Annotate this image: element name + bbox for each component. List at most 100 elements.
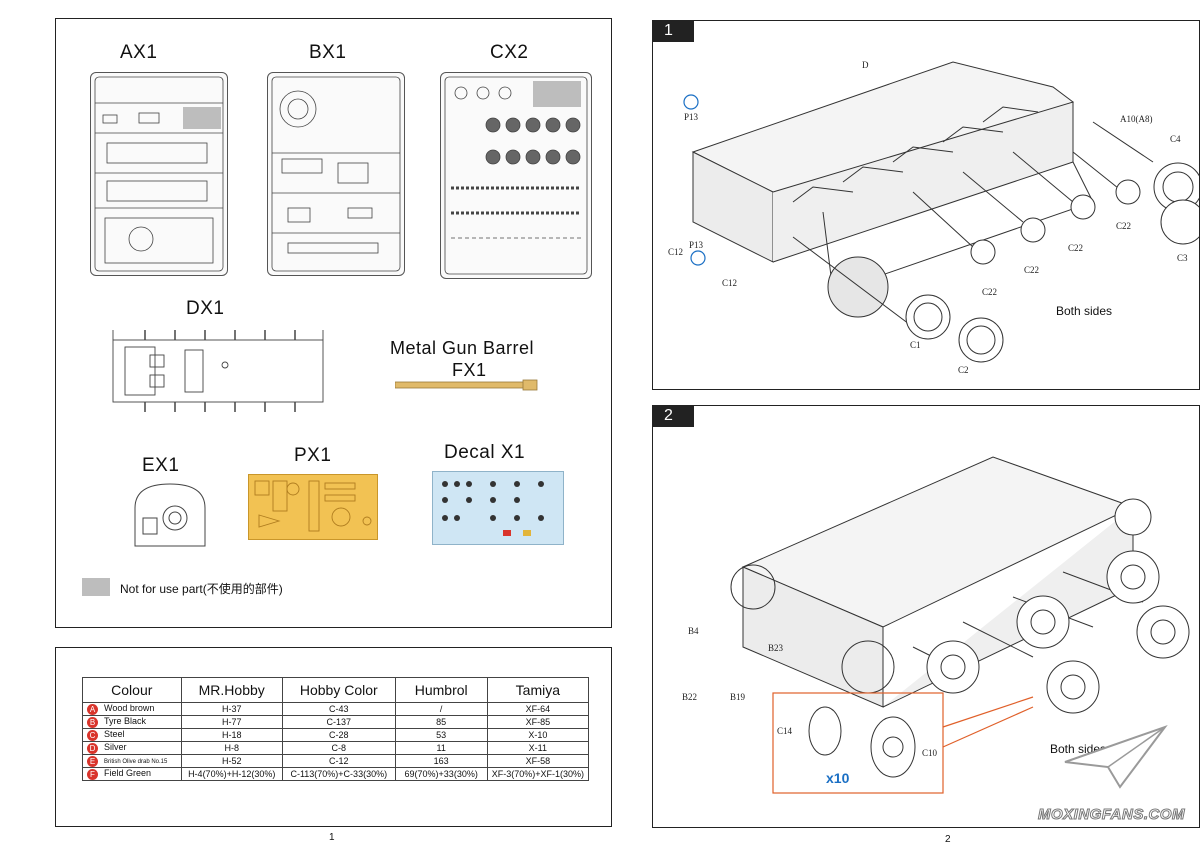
sprue-bx1 bbox=[267, 72, 405, 276]
colour-table-header: Colour MR.Hobby Hobby Color Humbrol Tami… bbox=[82, 677, 590, 703]
step1-part-c12a: C12 bbox=[668, 247, 684, 257]
colour-header: Colour bbox=[82, 677, 182, 703]
colour-name: Steel bbox=[104, 729, 125, 740]
step1-both-sides: Both sides bbox=[1056, 304, 1113, 318]
step1-part-c12b: C12 bbox=[722, 278, 738, 288]
badge: E bbox=[87, 755, 98, 767]
tamiya-cell: XF-85 bbox=[486, 715, 590, 729]
not-for-use-swatch bbox=[82, 578, 110, 596]
humbrol-cell: 53 bbox=[394, 728, 488, 742]
sprue-label-ax1: AX1 bbox=[120, 42, 158, 63]
hull-dx1 bbox=[105, 325, 330, 415]
badge: D bbox=[87, 742, 98, 754]
humbrol-cell: 11 bbox=[394, 741, 488, 755]
mrhobby-cell: H-18 bbox=[180, 728, 283, 742]
hobbycolor-cell: C-12 bbox=[281, 754, 396, 768]
step-2-number: 2 bbox=[652, 405, 694, 427]
step1-part-c1: C1 bbox=[910, 340, 921, 350]
badge: A bbox=[87, 703, 98, 715]
step2-part-b23: B23 bbox=[768, 643, 784, 653]
barrel-title: Metal Gun Barrel bbox=[390, 338, 535, 358]
mrhobby-cell: H-77 bbox=[180, 715, 283, 729]
sprue-label-decal: Decal X1 bbox=[444, 442, 526, 463]
mrhobby-cell: H-37 bbox=[180, 702, 283, 716]
sprue-cx2 bbox=[440, 72, 592, 279]
tamiya-cell: XF-3(70%)+XF-1(30%) bbox=[486, 767, 590, 781]
step1-part-c3: C3 bbox=[1177, 253, 1188, 263]
colour-name: Wood brown bbox=[104, 703, 155, 714]
barrel-drawing bbox=[394, 379, 538, 391]
badge: C bbox=[87, 729, 98, 741]
step1-part-c4: C4 bbox=[1170, 134, 1181, 144]
humbrol-cell: / bbox=[394, 702, 488, 716]
sprue-label-cx2: CX2 bbox=[490, 42, 529, 63]
colour-name: Tyre Black bbox=[104, 716, 147, 727]
hobbycolor-header: Hobby Color bbox=[281, 677, 396, 703]
page-number-right: 2 bbox=[945, 834, 951, 845]
not-for-use-legend: Not for use part(不使用的部件) bbox=[120, 582, 283, 596]
hobbycolor-cell: C-43 bbox=[281, 702, 396, 716]
tamiya-cell: XF-58 bbox=[486, 754, 590, 768]
sprue-ax1 bbox=[90, 72, 228, 276]
step-2-assembly-drawing bbox=[730, 456, 1190, 794]
mrhobby-header: MR.Hobby bbox=[180, 677, 283, 703]
turret-ex1-drawing bbox=[134, 483, 206, 547]
paper-plane-logo bbox=[1064, 724, 1168, 789]
sprue-label-ex1: EX1 bbox=[142, 455, 180, 476]
humbrol-cell: 69(70%)+33(30%) bbox=[394, 767, 488, 781]
hull-dx1-drawing bbox=[112, 330, 324, 412]
step2-part-c14: C14 bbox=[777, 726, 793, 736]
decal-sheet bbox=[432, 471, 564, 545]
badge: B bbox=[87, 716, 98, 728]
mrhobby-cell: H-8 bbox=[180, 741, 283, 755]
sprue-cx2-parts bbox=[444, 76, 588, 275]
step-1-assembly-drawing bbox=[683, 61, 1199, 363]
hobbycolor-cell: C-28 bbox=[281, 728, 396, 742]
sprue-label-px1: PX1 bbox=[294, 445, 332, 466]
hobbycolor-cell: C-113(70%)+C-33(30%) bbox=[281, 767, 396, 781]
step1-part-c22b: C22 bbox=[1024, 265, 1040, 275]
sprue-label-dx1: DX1 bbox=[186, 298, 225, 319]
step1-part-c22a: C22 bbox=[982, 287, 998, 297]
step1-part-p13a: P13 bbox=[684, 112, 699, 122]
humbrol-cell: 85 bbox=[394, 715, 488, 729]
colour-table: Colour MR.Hobby Hobby Color Humbrol Tami… bbox=[82, 677, 590, 781]
sprue-bx1-parts bbox=[271, 76, 401, 272]
step1-part-c2: C2 bbox=[958, 365, 969, 375]
table-row: F Field Green H-4(70%)+H-12(30%) C-113(70… bbox=[82, 767, 590, 781]
page-number-left: 1 bbox=[329, 832, 335, 843]
watermark-text: MOXINGFANS.COM bbox=[1037, 806, 1186, 824]
mrhobby-cell: H-4(70%)+H-12(30%) bbox=[180, 767, 283, 781]
step1-part-c22d: C22 bbox=[1116, 221, 1132, 231]
photo-etch-parts bbox=[254, 480, 372, 532]
sprue-ax1-parts bbox=[94, 76, 224, 272]
tamiya-cell: X-11 bbox=[486, 741, 590, 755]
colour-name: Field Green bbox=[104, 768, 152, 779]
step1-part-d: D bbox=[862, 60, 869, 70]
metal-gun-barrel bbox=[394, 378, 545, 392]
step1-part-a10: A10(A8) bbox=[1120, 114, 1153, 124]
table-row: A Wood brown H-37 C-43 / XF-64 bbox=[82, 702, 590, 716]
humbrol-header: Humbrol bbox=[394, 677, 488, 703]
step2-part-b22: B22 bbox=[682, 692, 698, 702]
sprue-label-fx1: FX1 bbox=[452, 360, 487, 380]
decal-markings bbox=[442, 481, 544, 536]
badge: F bbox=[87, 768, 98, 780]
table-row: C Steel H-18 C-28 53 X-10 bbox=[82, 728, 590, 742]
photo-etch-px1 bbox=[248, 474, 378, 540]
step-1-number: 1 bbox=[652, 20, 694, 42]
sprue-label-bx1: BX1 bbox=[309, 42, 347, 63]
tamiya-cell: X-10 bbox=[486, 728, 590, 742]
step2-part-c10: C10 bbox=[922, 748, 938, 758]
step1-part-c22c: C22 bbox=[1068, 243, 1084, 253]
step2-part-b19: B19 bbox=[730, 692, 746, 702]
tamiya-cell: XF-64 bbox=[486, 702, 590, 716]
step1-part-p13b: P13 bbox=[689, 240, 704, 250]
humbrol-cell: 163 bbox=[394, 754, 488, 768]
tamiya-header: Tamiya bbox=[486, 677, 590, 703]
step2-part-b4: B4 bbox=[688, 626, 699, 636]
colour-name: British Olive drab No.15 bbox=[104, 759, 168, 766]
